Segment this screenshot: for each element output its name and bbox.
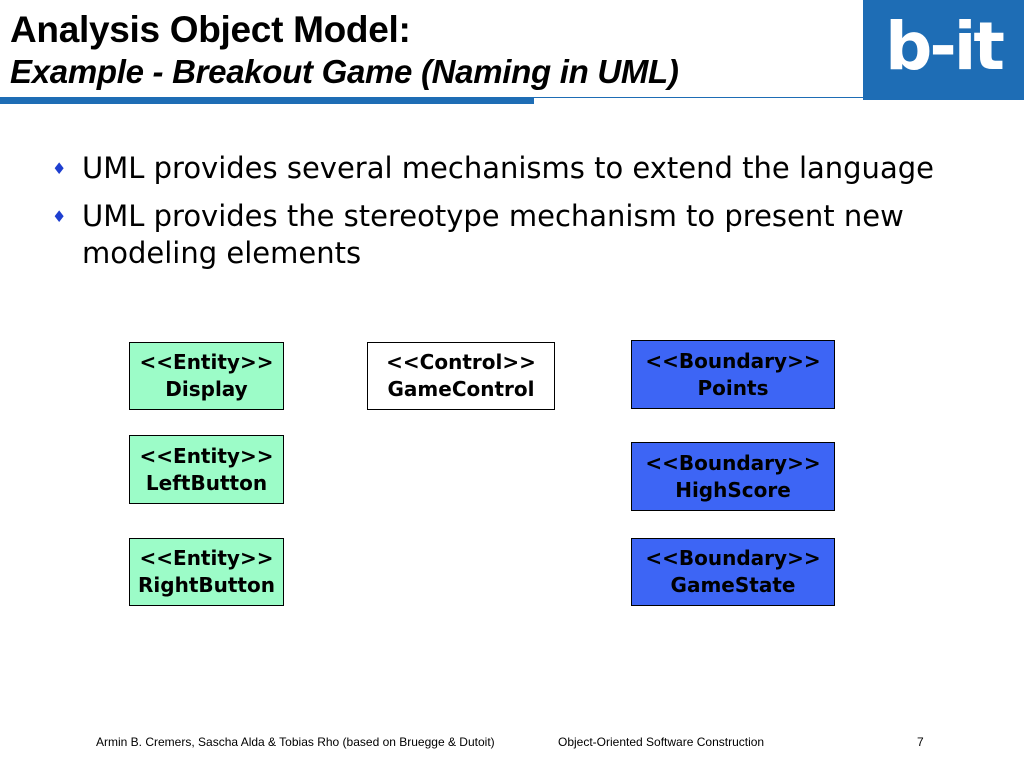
- class-name: GameControl: [387, 377, 535, 401]
- slide-title: Analysis Object Model: Example - Breakou…: [10, 8, 679, 92]
- title-line-2: Example - Breakout Game (Naming in UML): [10, 53, 679, 90]
- entity-rightbutton-box: <<Entity>> RightButton: [129, 538, 284, 606]
- stereotype-label: <<Boundary>>: [645, 546, 821, 570]
- class-name: LeftButton: [145, 470, 268, 495]
- logo-text: b-it: [885, 7, 1005, 85]
- stereotype-label: <<Entity>>: [139, 350, 274, 374]
- entity-display-box: <<Entity>> Display: [129, 342, 284, 410]
- stereotype-label: <<Entity>>: [139, 443, 274, 468]
- footer-page-number: 7: [917, 735, 924, 749]
- diamond-icon: ♦: [52, 159, 67, 178]
- stereotype-label: <<Boundary>>: [645, 348, 821, 373]
- footer-course: Object-Oriented Software Construction: [558, 735, 765, 749]
- stereotype-label: <<Control>>: [386, 350, 536, 374]
- class-name: HighScore: [675, 477, 791, 502]
- class-name: Display: [165, 377, 248, 401]
- footer-authors: Armin B. Cremers, Sascha Alda & Tobias R…: [96, 735, 495, 749]
- class-name: Points: [697, 375, 769, 400]
- boundary-highscore-box: <<Boundary>> HighScore: [631, 442, 835, 511]
- title-underline-thick: [0, 97, 534, 104]
- title-line-1: Analysis Object Model:: [10, 9, 411, 50]
- bullet-list: ♦ UML provides several mechanisms to ext…: [52, 150, 982, 283]
- boundary-gamestate-box: <<Boundary>> GameState: [631, 538, 835, 606]
- bullet-text: UML provides several mechanisms to exten…: [82, 151, 934, 185]
- stereotype-label: <<Boundary>>: [645, 450, 821, 475]
- entity-leftbutton-box: <<Entity>> LeftButton: [129, 435, 284, 504]
- bullet-item: ♦ UML provides the stereotype mechanism …: [52, 198, 982, 272]
- class-name: GameState: [670, 573, 796, 597]
- class-name: RightButton: [138, 573, 275, 597]
- title-underline-thin: [534, 97, 864, 98]
- control-gamecontrol-box: <<Control>> GameControl: [367, 342, 555, 410]
- stereotype-label: <<Entity>>: [139, 546, 274, 570]
- bullet-text: UML provides the stereotype mechanism to…: [82, 199, 904, 270]
- boundary-points-box: <<Boundary>> Points: [631, 340, 835, 409]
- bullet-item: ♦ UML provides several mechanisms to ext…: [52, 150, 982, 187]
- b-it-logo: b-it: [863, 0, 1024, 100]
- diamond-icon: ♦: [52, 207, 67, 226]
